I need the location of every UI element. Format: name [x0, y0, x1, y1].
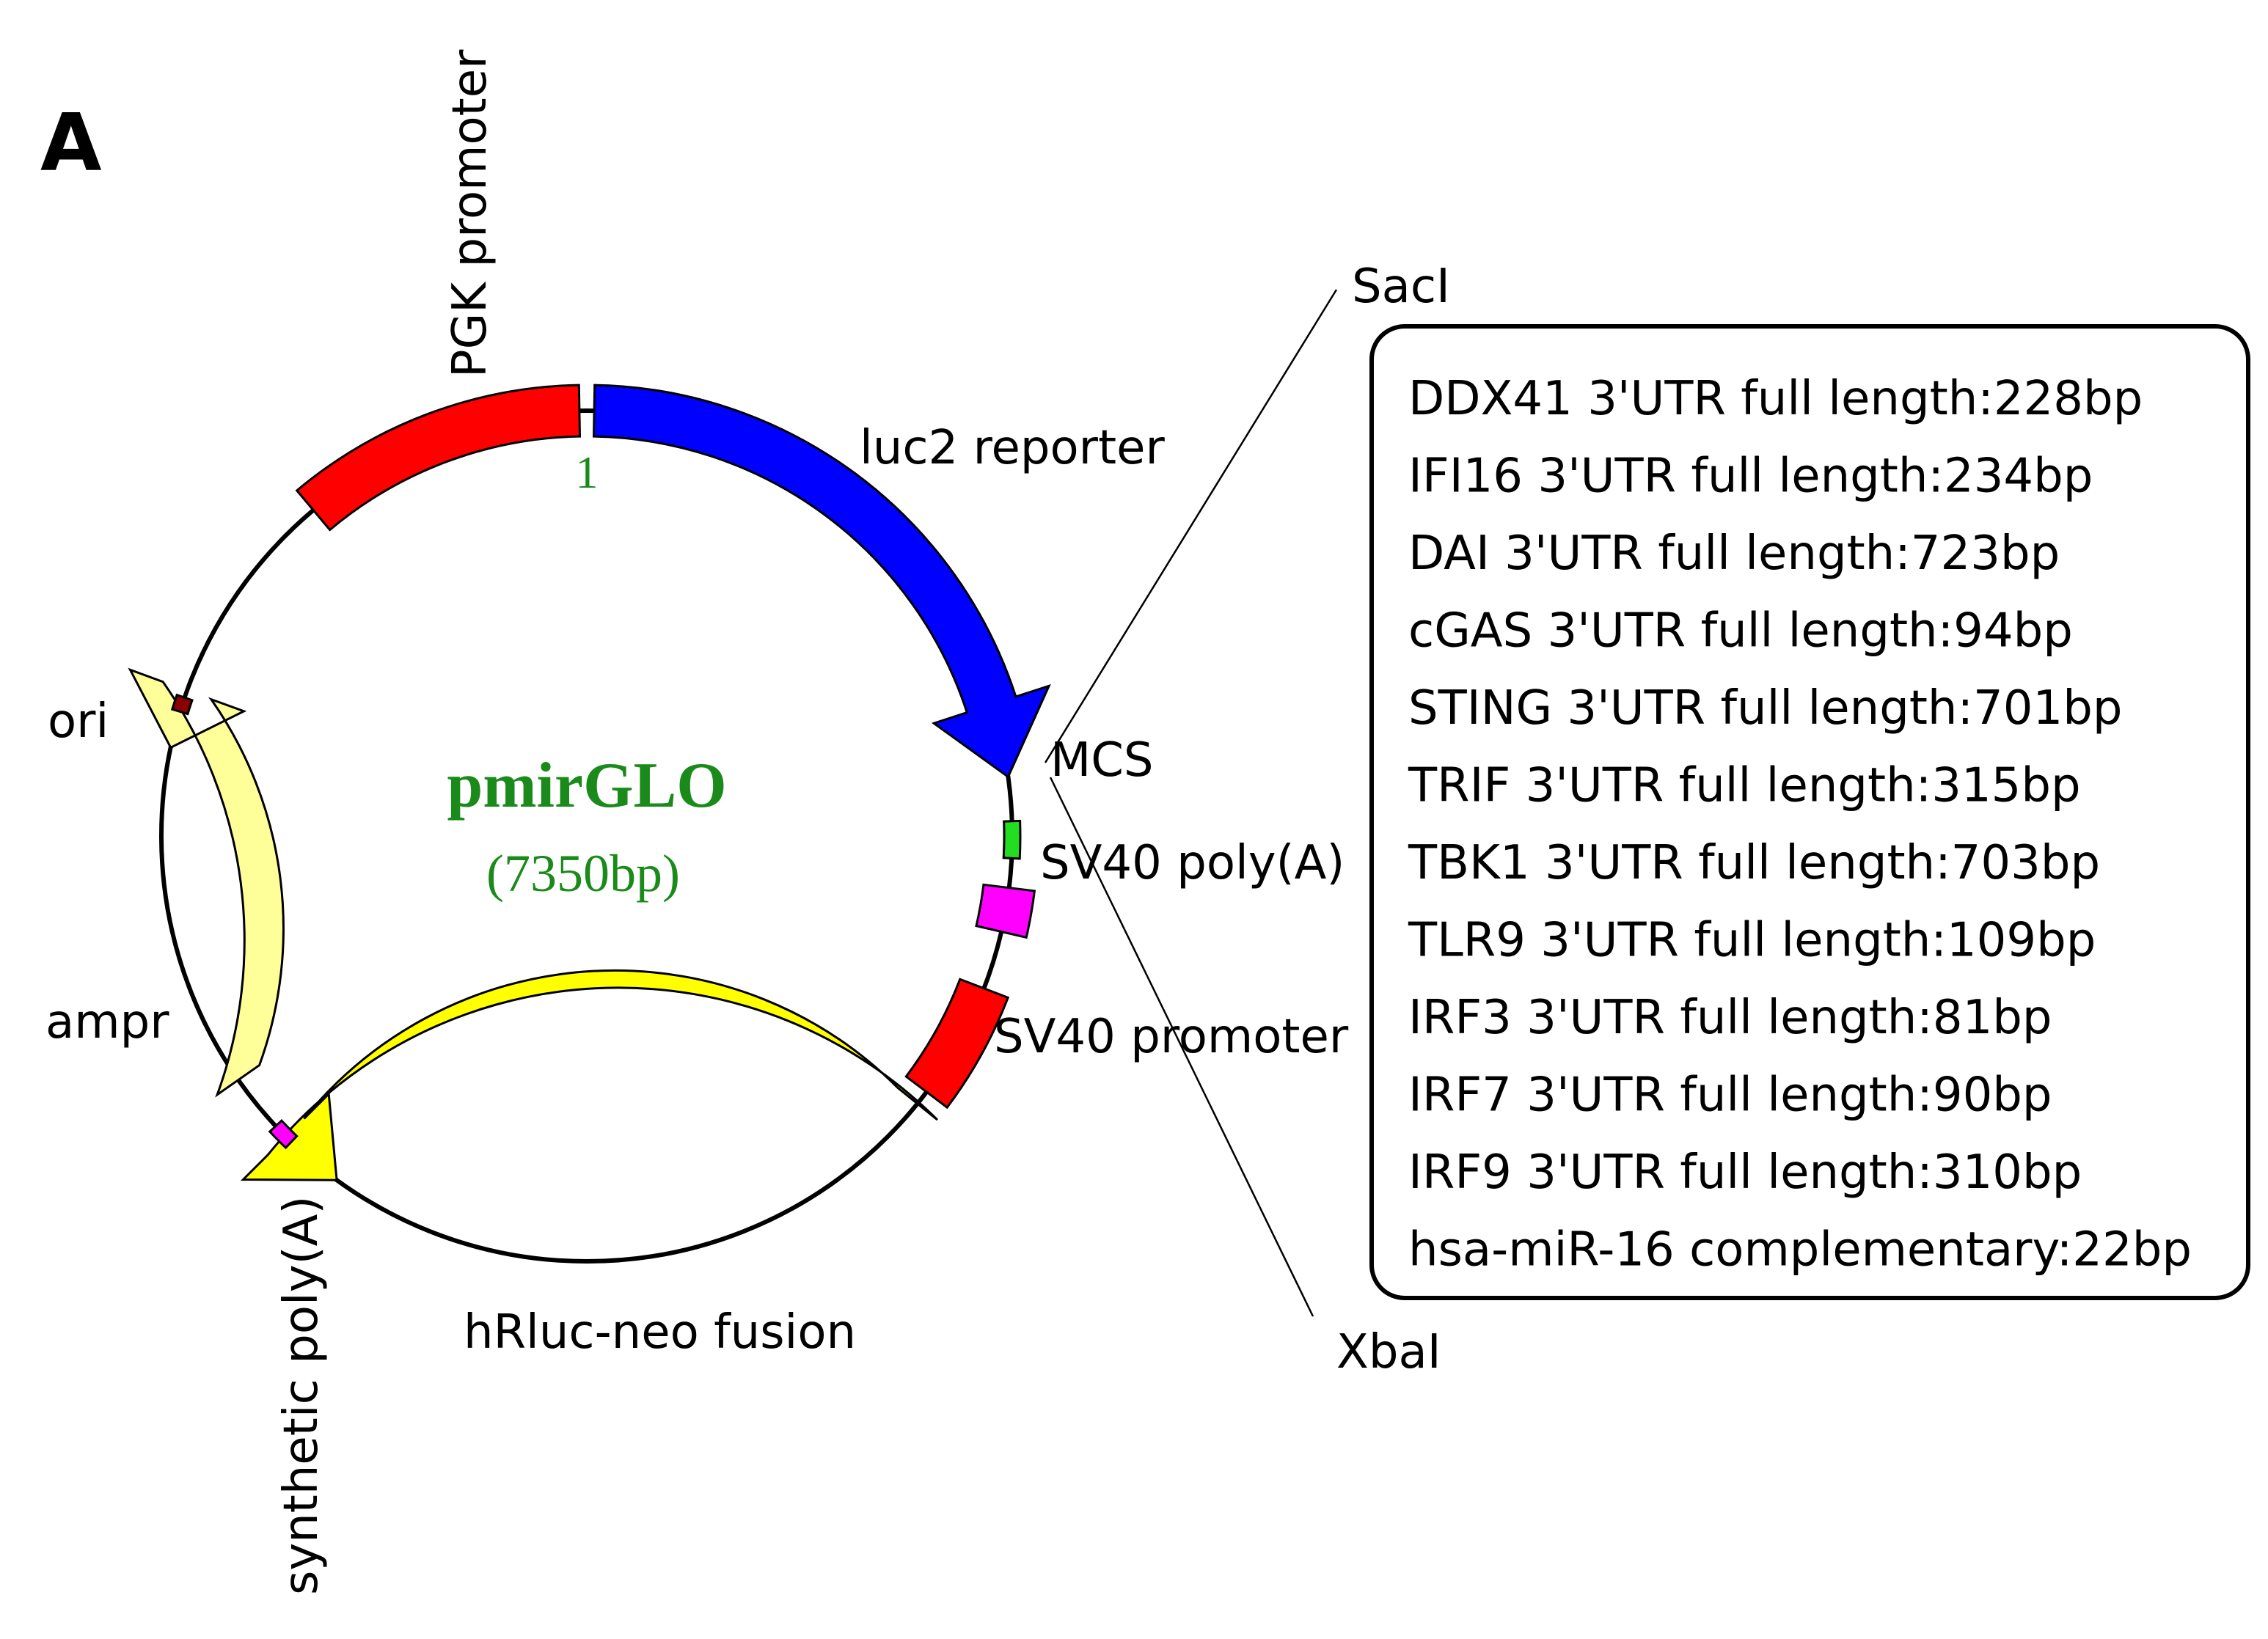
insert-item: TBK1 3'UTR full length:703bp	[1408, 836, 2100, 890]
mcs-segment	[1002, 819, 1022, 860]
insert-item: cGAS 3'UTR full length:94bp	[1408, 604, 2073, 659]
plasmid-name: pmirGLO	[447, 750, 726, 821]
sv40-promoter-segment	[904, 978, 1010, 1110]
sv40-polya-segment	[975, 883, 1036, 939]
insert-item: TLR9 3'UTR full length:109bp	[1408, 914, 2096, 968]
insert-list-box	[1369, 324, 2250, 1300]
insert-item: TRIF 3'UTR full length:315bp	[1408, 759, 2081, 813]
xbai-label: XbaI	[1336, 1325, 1441, 1379]
mcs-label: MCS	[1050, 733, 1154, 788]
synthetic-polya-segment	[268, 1118, 299, 1150]
insert-item: DDX41 3'UTR full length:228bp	[1408, 372, 2143, 426]
pgk-promoter-label: PGK promoter	[443, 49, 497, 378]
ori-label: ori	[48, 694, 109, 749]
insert-item: IFI16 3'UTR full length:234bp	[1408, 450, 2093, 504]
plasmid-size: (7350bp)	[486, 844, 680, 903]
xbai-leader-line	[1049, 777, 1314, 1317]
insert-item: DAI 3'UTR full length:723bp	[1408, 527, 2060, 581]
insert-item: IRF3 3'UTR full length:81bp	[1408, 991, 2052, 1045]
luc2-reporter-label: luc2 reporter	[860, 421, 1165, 475]
synthetic-polya-label: synthetic poly(A)	[274, 1196, 329, 1595]
insert-item: hsa-miR-16 complementary:22bp	[1408, 1223, 2192, 1277]
origin-marker: 1	[576, 448, 599, 498]
ori-segment	[170, 693, 194, 716]
saci-leader-line	[1044, 289, 1338, 763]
panel-label: A	[40, 98, 102, 189]
sv40-promoter-label: SV40 promoter	[994, 1010, 1349, 1064]
insert-item: STING 3'UTR full length:701bp	[1408, 681, 2122, 736]
insert-item: IRF7 3'UTR full length:90bp	[1408, 1068, 2052, 1123]
hrluc-neo-label: hRluc-neo fusion	[464, 1305, 856, 1360]
ampr-arrow	[128, 667, 285, 1098]
insert-item: IRF9 3'UTR full length:310bp	[1408, 1145, 2082, 1200]
ampr-label: ampr	[45, 995, 169, 1049]
luc2-reporter-arrow	[592, 384, 1051, 779]
feature-layer	[128, 384, 1051, 1181]
saci-label: SacI	[1352, 260, 1450, 314]
pgk-promoter-segment	[295, 384, 582, 532]
sv40-polya-label: SV40 poly(A)	[1040, 836, 1345, 890]
hrluc-neo-fusion-arrow	[240, 969, 938, 1181]
